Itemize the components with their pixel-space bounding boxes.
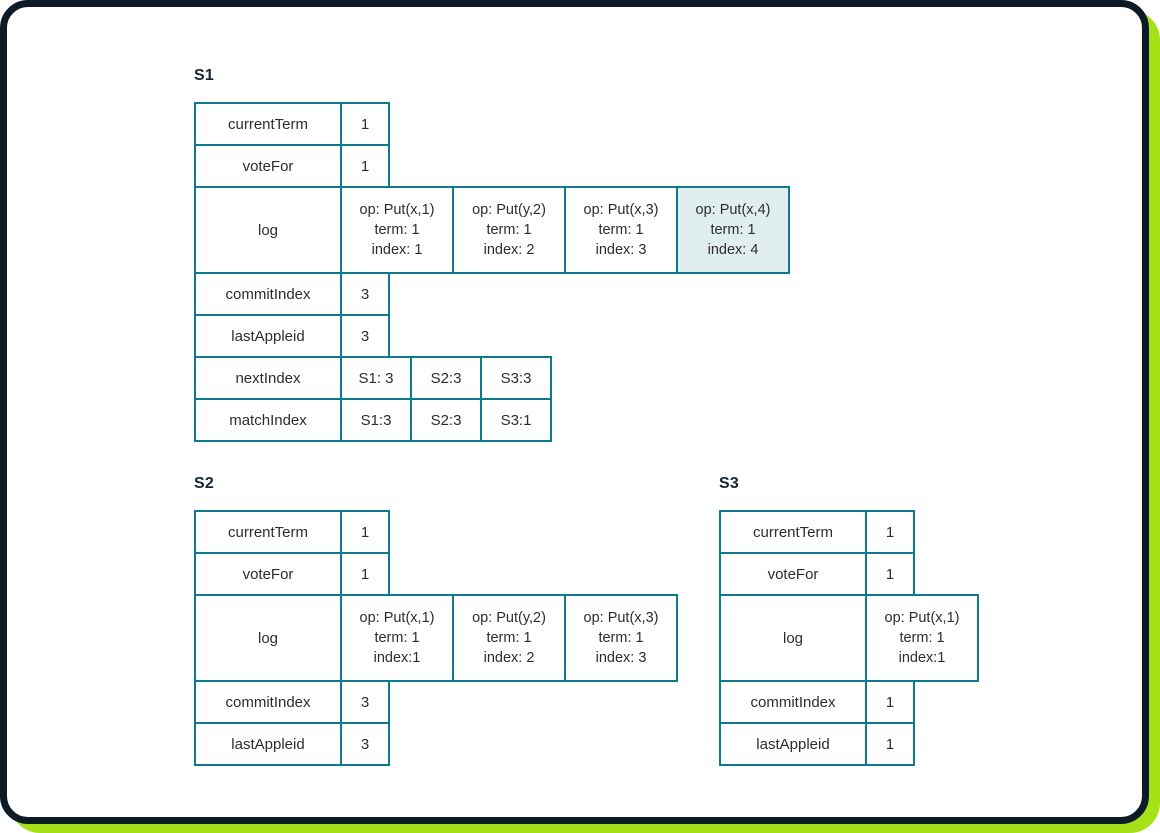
log-entry-op: op: Put(x,1)	[884, 610, 960, 626]
server-s3-table: currentTerm 1 voteFor 1 log op: Put(x,1)…	[719, 510, 979, 766]
field-label: currentTerm	[194, 102, 342, 146]
s2-row-currentterm: currentTerm 1	[194, 510, 678, 554]
index-cell: S2:3	[410, 398, 482, 442]
s3-row-lastappleid: lastAppleid 1	[719, 722, 979, 766]
field-value: 1	[340, 144, 390, 188]
field-value: 1	[865, 510, 915, 554]
s3-row-currentterm: currentTerm 1	[719, 510, 979, 554]
s1-row-votefor: voteFor 1	[194, 144, 790, 188]
log-entry: op: Put(x,3) term: 1 index: 3	[564, 594, 678, 682]
s3-row-votefor: voteFor 1	[719, 552, 979, 596]
log-entry: op: Put(y,2) term: 1 index: 2	[452, 186, 566, 274]
field-label: log	[194, 186, 342, 274]
log-entry-op: op: Put(y,2)	[472, 202, 546, 218]
index-cell: S3:1	[480, 398, 552, 442]
log-entry-op: op: Put(x,1)	[359, 610, 435, 626]
field-label: voteFor	[719, 552, 867, 596]
log-entry-highlighted: op: Put(x,4) term: 1 index: 4	[676, 186, 790, 274]
field-value: 1	[340, 102, 390, 146]
field-label: voteFor	[194, 552, 342, 596]
field-label: currentTerm	[194, 510, 342, 554]
field-value: 3	[340, 272, 390, 316]
index-cell: S3:3	[480, 356, 552, 400]
field-value: 1	[340, 552, 390, 596]
log-entry-term: term: 1	[486, 222, 532, 238]
s1-row-lastappleid: lastAppleid 3	[194, 314, 790, 358]
field-label: currentTerm	[719, 510, 867, 554]
field-label: nextIndex	[194, 356, 342, 400]
log-entry-op: op: Put(x,1)	[359, 202, 435, 218]
log-entry: op: Put(x,3) term: 1 index: 3	[564, 186, 678, 274]
s1-row-matchindex: matchIndex S1:3 S2:3 S3:1	[194, 398, 790, 442]
server-s1-table: currentTerm 1 voteFor 1 log op: Put(x,1)…	[194, 102, 790, 442]
log-entry-op: op: Put(x,3)	[583, 202, 659, 218]
server-s2-title: S2	[194, 475, 214, 492]
field-label: lastAppleid	[194, 722, 342, 766]
log-entry: op: Put(x,1) term: 1 index:1	[340, 594, 454, 682]
index-cell: S1:3	[340, 398, 412, 442]
server-s2-table: currentTerm 1 voteFor 1 log op: Put(x,1)…	[194, 510, 678, 766]
field-label: log	[719, 594, 867, 682]
s1-row-currentterm: currentTerm 1	[194, 102, 790, 146]
s1-row-log: log op: Put(x,1) term: 1 index: 1 op: Pu…	[194, 186, 790, 274]
log-entry-index: index: 1	[371, 242, 423, 258]
field-value: 1	[865, 680, 915, 724]
log-entry-op: op: Put(x,4)	[695, 202, 771, 218]
log-entry-index: index:1	[373, 650, 421, 666]
log-entry-term: term: 1	[598, 222, 644, 238]
diagram-card: S1 currentTerm 1 voteFor 1 log op: Put(x…	[0, 0, 1149, 824]
field-label: voteFor	[194, 144, 342, 188]
field-value: 3	[340, 314, 390, 358]
log-entry-term: term: 1	[374, 222, 420, 238]
s3-row-commitindex: commitIndex 1	[719, 680, 979, 724]
index-cell: S2:3	[410, 356, 482, 400]
server-s1-title: S1	[194, 67, 214, 84]
field-label: commitIndex	[194, 680, 342, 724]
log-entry-term: term: 1	[374, 630, 420, 646]
field-label: commitIndex	[194, 272, 342, 316]
log-entry-index: index: 3	[595, 650, 647, 666]
log-entry-term: term: 1	[598, 630, 644, 646]
s1-row-nextindex: nextIndex S1: 3 S2:3 S3:3	[194, 356, 790, 400]
field-label: matchIndex	[194, 398, 342, 442]
log-entry-index: index: 2	[483, 242, 535, 258]
index-cell: S1: 3	[340, 356, 412, 400]
log-entry-term: term: 1	[899, 630, 945, 646]
field-value: 1	[865, 722, 915, 766]
s2-row-commitindex: commitIndex 3	[194, 680, 678, 724]
log-entry: op: Put(x,1) term: 1 index:1	[865, 594, 979, 682]
log-entry-index: index: 2	[483, 650, 535, 666]
field-value: 1	[340, 510, 390, 554]
log-entry-op: op: Put(y,2)	[472, 610, 546, 626]
field-value: 3	[340, 722, 390, 766]
log-entry: op: Put(x,1) term: 1 index: 1	[340, 186, 454, 274]
server-s3-title: S3	[719, 475, 739, 492]
log-entry-index: index: 4	[707, 242, 759, 258]
field-label: lastAppleid	[719, 722, 867, 766]
log-entry-index: index: 3	[595, 242, 647, 258]
s2-row-log: log op: Put(x,1) term: 1 index:1 op: Put…	[194, 594, 678, 682]
log-entry-index: index:1	[898, 650, 946, 666]
s3-row-log: log op: Put(x,1) term: 1 index:1	[719, 594, 979, 682]
field-label: lastAppleid	[194, 314, 342, 358]
log-entry-term: term: 1	[486, 630, 532, 646]
log-entry-term: term: 1	[710, 222, 756, 238]
field-label: log	[194, 594, 342, 682]
field-value: 1	[865, 552, 915, 596]
s1-row-commitindex: commitIndex 3	[194, 272, 790, 316]
field-value: 3	[340, 680, 390, 724]
s2-row-votefor: voteFor 1	[194, 552, 678, 596]
log-entry: op: Put(y,2) term: 1 index: 2	[452, 594, 566, 682]
field-label: commitIndex	[719, 680, 867, 724]
s2-row-lastappleid: lastAppleid 3	[194, 722, 678, 766]
log-entry-op: op: Put(x,3)	[583, 610, 659, 626]
